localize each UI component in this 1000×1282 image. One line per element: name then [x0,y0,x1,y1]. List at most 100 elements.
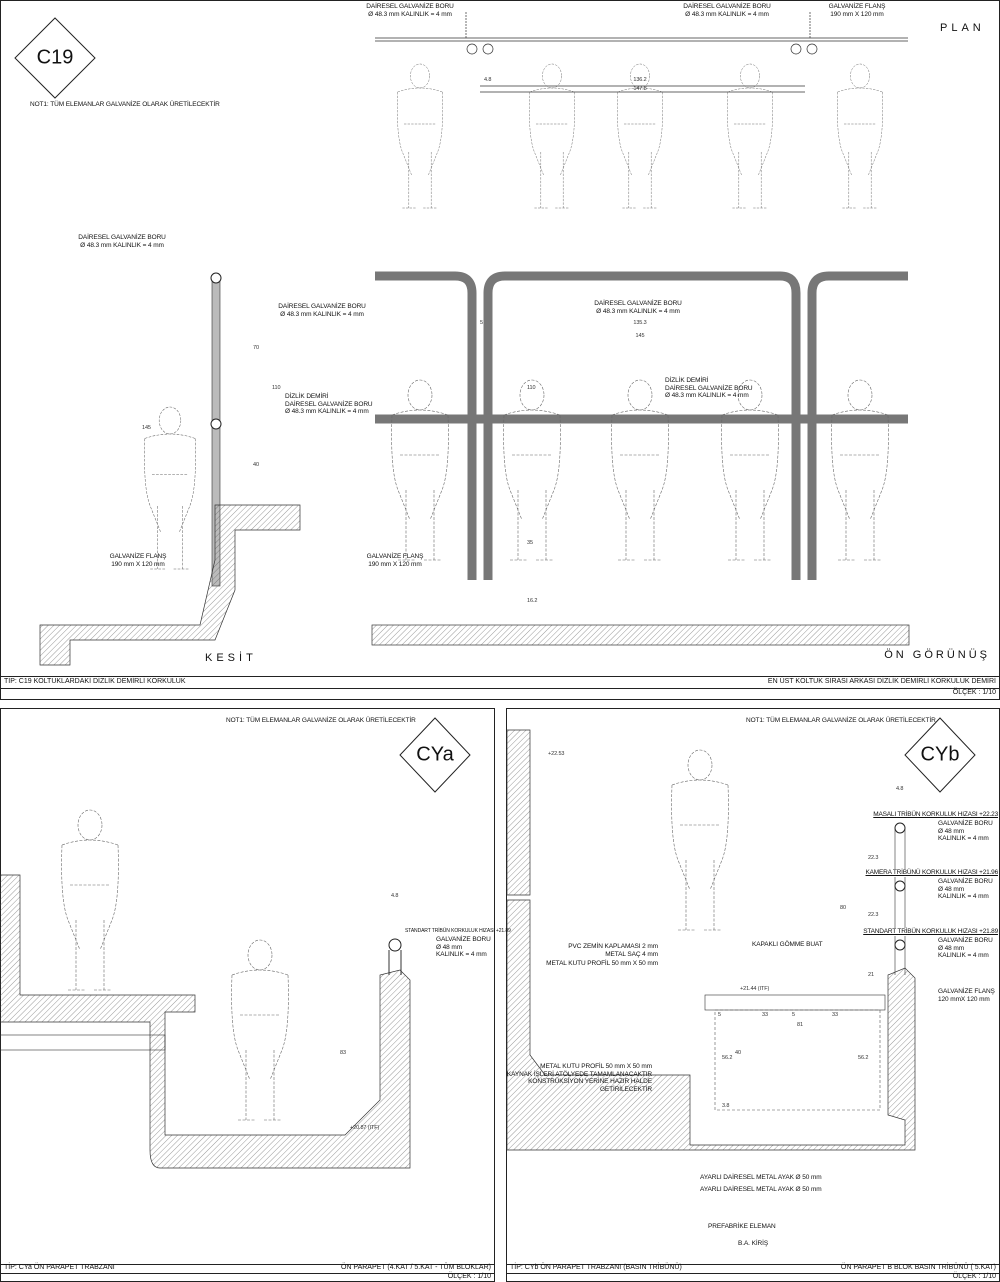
label: GALVANİZE BORU [938,878,993,885]
level-1: MASALI TRİBÜN KORKULUK HIZASI +22.23 [873,811,998,819]
precast-label: PREFABRİKE ELEMAN [708,1223,776,1230]
dim: 33 [832,1012,838,1018]
level-label: STANDART TRİBÜN KORKULUK HIZASI +21.89 [405,928,511,934]
detail-code-cyb: CYb [920,743,960,766]
label: GALVANİZE FLANŞ [938,988,995,995]
scale: ÖLÇEK : 1/10 [447,1273,491,1280]
box-profile-label: METAL KUTU PROFİL 50 mm X 50 mm [546,960,658,967]
label: DAİRESEL GALVANİZE BORU [366,3,454,10]
title-left: TİP: CYa ÖN PARAPET TRABZANI [4,1264,115,1271]
front-view-title: ÖN GÖRÜNÜŞ [884,649,990,661]
dia: Ø 48 mm [938,944,965,952]
line: KONSTRÜKSİYON YERİNE HAZIR HALDE [528,1078,652,1085]
spec: Ø 48.3 mm KALINLIK = 4 mm [368,10,452,18]
general-note: NOT1: TÜM ELEMANLAR GALVANİZE OLARAK ÜRE… [30,101,220,108]
scale: ÖLÇEK : 1/10 [952,1273,996,1280]
dim: 56.2 [722,1055,733,1061]
dim: 56.2 [858,1055,869,1061]
label: DAİRESEL GALVANİZE BORU [78,234,166,241]
dim: 135.3 [633,320,647,326]
dim: 5 [792,1012,795,1018]
spec: 190 mm X 120 mm [111,560,165,568]
dim: 33 [762,1012,768,1018]
dim: 81 [797,1022,803,1028]
detail-code-cya: CYa [416,743,454,766]
thk: KALINLIK = 4 mm [938,835,989,842]
dim: 21 [868,972,874,978]
line: METAL KUTU PROFİL 50 mm X 50 mm [540,1063,652,1070]
dim: 145 [635,333,645,339]
spec: Ø 48.3 mm KALINLIK = 4 mm [80,241,164,249]
label: DAİRESEL GALVANİZE BORU [278,303,366,310]
label: GALVANİZE BORU [436,936,491,943]
label: DİZLİK DEMİRİ [285,393,329,400]
spec: Ø 48.3 mm KALINLIK = 4 mm [685,10,769,18]
line: GETİRİLECEKTİR [599,1085,652,1093]
dim: 4.8 [896,786,904,792]
top-level: +22.53 [548,751,565,757]
foot-label-2: AYARLI DAİRESEL METAL AYAK Ø 50 mm [700,1186,822,1193]
title-left: TİP: CYb ÖN PARAPET TRABZANI (BASIN TRİB… [510,1264,682,1271]
spec: 190 mm X 120 mm [368,560,422,568]
detail-code-c19: C19 [36,46,74,69]
label: DAİRESEL GALVANİZE BORU [285,400,373,408]
dim: 70 [253,345,259,351]
thk: KALINLIK = 4 mm [938,893,989,900]
beam-label: B.A. KİRİŞ [738,1240,769,1247]
pvc-label: PVC ZEMİN KAPLAMASI 2 mm [568,943,658,950]
dim: 40 [253,462,259,468]
dia: Ø 48 mm [938,827,965,835]
dim: 3.8 [722,1103,730,1109]
title-right: ÖN PARAPET (4.KAT / 5.KAT - TÜM BLOKLAR) [340,1264,491,1271]
dim: 4.8 [484,77,492,83]
label: GALVANİZE BORU [938,937,993,944]
title-left: TİP: C19 KOLTUKLARDAKİ DİZLİK DEMİRLİ KO… [4,678,186,685]
spec: 190 mm X 120 mm [830,10,884,18]
level-2: KAMERA TRİBÜNÜ KORKULUK HIZASI +21.96 [865,869,998,877]
dim: 145 [142,425,151,431]
dia: Ø 48 mm [436,943,463,951]
dim: 22.3 [868,912,879,918]
general-note: NOT1: TÜM ELEMANLAR GALVANİZE OLARAK ÜRE… [746,717,936,724]
foot-label-1: AYARLI DAİRESEL METAL AYAK Ø 50 mm [700,1174,822,1181]
dim: 110 [527,385,536,391]
spec: Ø 48.3 mm KALINLIK = 4 mm [285,408,369,415]
spec: Ø 48.3 mm KALINLIK = 4 mm [665,392,749,399]
spec: Ø 48.3 mm KALINLIK = 4 mm [280,310,364,318]
title-right: EN ÜST KOLTUK SIRASI ARKASI DİZLİK DEMİR… [767,678,996,685]
dim: 4.8 [391,893,399,899]
line: KAYNAK İŞLERİ ATÖLYEDE TAMAMLANACAKTIR [506,1070,652,1078]
dia: Ø 48 mm [938,885,965,893]
general-note: NOT1: TÜM ELEMANLAR GALVANİZE OLARAK ÜRE… [226,717,416,724]
label: GALVANİZE BORU [938,820,993,827]
label: GALVANİZE FLANŞ [828,3,886,10]
floor-level: +21.44 (ITF) [740,986,770,992]
plan-title: PLAN [940,22,985,34]
spec: Ø 48.3 mm KALINLIK = 4 mm [596,307,680,315]
label: DİZLİK DEMİRİ [665,377,709,384]
floor-level: +20.87 (ITF) [350,1125,380,1131]
dim: 16.2 [527,598,538,604]
dim: 83 [340,1050,346,1056]
scale: ÖLÇEK : 1/10 [952,689,996,696]
thk: KALINLIK = 4 mm [436,951,487,958]
label: DAİRESEL GALVANİZE BORU [665,384,753,392]
label: DAİRESEL GALVANİZE BORU [594,300,682,307]
dim: 22.3 [868,855,879,861]
section-title: KESİT [205,652,257,664]
